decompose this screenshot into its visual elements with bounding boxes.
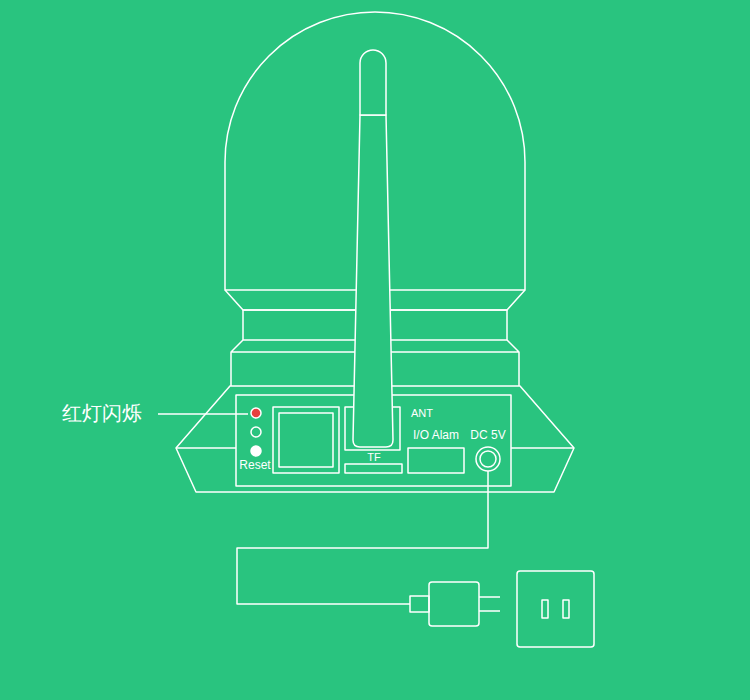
leader-line <box>158 413 248 415</box>
led <box>251 427 261 437</box>
ethernet-port-inner <box>279 413 333 467</box>
wall-outlet <box>517 571 594 647</box>
outlet-slot <box>542 600 548 618</box>
callout-text: 红灯闪烁 <box>62 402 142 424</box>
slot-label: TF <box>367 451 380 463</box>
plug-neck <box>410 596 429 612</box>
power-cable <box>237 471 488 604</box>
dc-port-inner <box>480 451 496 467</box>
plug-prongs <box>479 597 500 611</box>
ethernet-port <box>273 407 339 473</box>
port-label: ANT <box>411 407 433 419</box>
io-alarm-port <box>408 448 464 473</box>
port-label: I/O Alam <box>413 429 459 442</box>
red-led <box>251 408 261 418</box>
port-label: DC 5V <box>470 429 505 442</box>
antenna-tip <box>360 50 386 115</box>
dc-port <box>476 447 500 471</box>
plug-body <box>429 582 479 626</box>
tf-slot <box>345 464 402 473</box>
outlet-slot <box>563 600 569 618</box>
antenna-body <box>353 115 393 447</box>
reset-button <box>251 446 261 456</box>
button-label: Reset <box>239 459 270 472</box>
